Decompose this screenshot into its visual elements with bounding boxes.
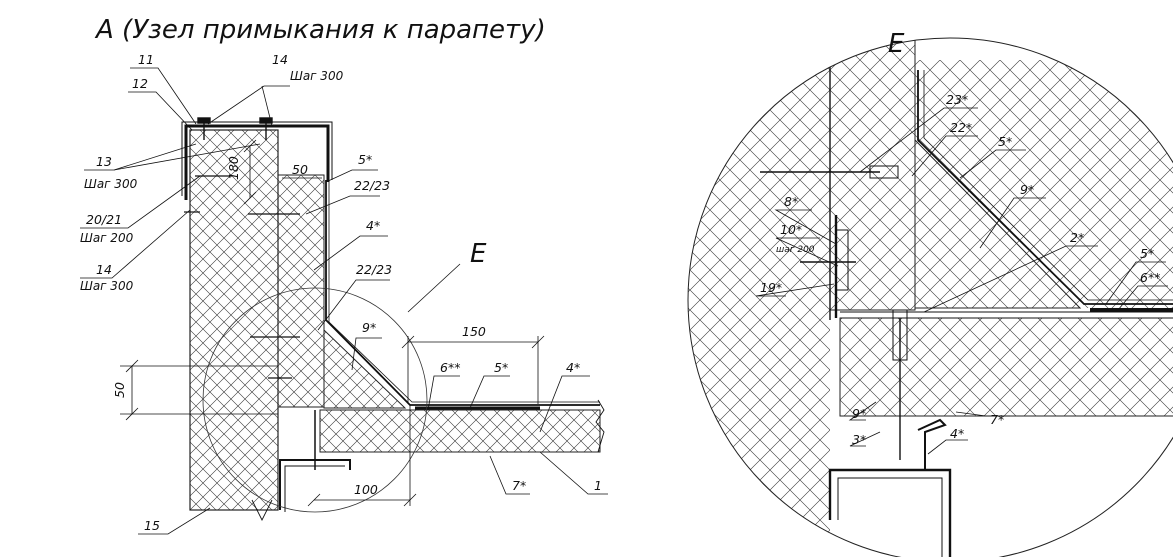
label-5-star: 5* [358,152,372,167]
label-10-step: шаг 200 [776,245,815,255]
dim-50-top: 50 [292,162,308,177]
dim-100: 100 [354,482,378,497]
detail-wall [688,38,830,557]
text-labels: А (Узел примыкания к парапету) Е Е 11 12… [80,15,1160,533]
detail-steel-inner [837,477,943,557]
label-19-star: 19* [760,280,782,295]
label-13-step: Шаг 300 [84,177,138,191]
label-22-23a: 22/23 [354,178,390,193]
membrane-line-inner [328,182,600,403]
detail-membrane-inner [923,70,1173,301]
left-section [80,67,608,535]
label-22-star: 22* [950,120,972,135]
main-title: А (Узел примыкания к парапету) [94,15,546,45]
label-20-21-step: Шаг 200 [80,231,134,245]
dim-180: 180 [226,156,241,180]
callout-circle [202,287,428,513]
label-14a: 14 [272,52,288,67]
label-1: 1 [594,478,602,493]
insulation-fillet [323,328,407,409]
break-line [595,399,605,453]
cap-flashing [184,124,330,200]
cap-screws [197,117,273,140]
parapet-wall [189,129,279,511]
label-9-star: 9* [362,320,376,335]
label-9-star-detail-a: 9* [1020,182,1034,197]
detail-roof-insulation [839,317,1173,417]
label-7-star-detail: 7* [990,412,1004,427]
label-2-star: 2* [1070,230,1084,245]
label-6-stars: 6** [440,360,460,375]
dim-50-left: 50 [112,382,127,398]
dimension-lines [120,139,545,507]
label-15: 15 [144,518,160,533]
label-23-star: 23* [946,92,968,107]
label-10-star: 10* [780,222,802,237]
label-9-star-detail-b: 9* [852,406,866,421]
label-3-star: 3* [852,432,866,447]
anchors [184,175,300,379]
detail-bracket [835,229,849,291]
label-14a-step: Шаг 300 [290,69,344,83]
detail-membrane [917,70,1173,305]
wall-break-line [251,499,273,522]
label-5-star-detail-a: 5* [998,134,1012,149]
detail-circle [687,37,1173,557]
detail-e [687,37,1173,557]
leaders-right [755,107,1168,455]
detail-anchor-1-head [869,165,899,179]
detail-insulation [829,38,916,311]
label-5-star-detail-b: 5* [1140,246,1154,261]
label-22-23b: 22/23 [356,262,392,277]
membrane-line [325,180,600,406]
label-8-star: 8* [784,194,798,209]
label-6-stars-detail: 6** [1140,270,1160,285]
label-20-21: 20/21 [86,212,122,227]
label-4-star-detail: 4* [950,426,964,441]
cap-flashing-outer [181,121,333,196]
roof-insulation [319,409,601,453]
label-13: 13 [96,154,112,169]
detail-screw-sleeve [892,309,908,361]
callout-label: Е [470,239,487,269]
leaders-left [80,67,608,535]
steel-profile-inner [284,465,345,512]
label-12: 12 [132,76,148,91]
detail-z-bracket [917,418,947,470]
detail-steel-profile [828,468,952,557]
label-4-star-a: 4* [366,218,380,233]
label-4-star-b: 4* [566,360,580,375]
label-14b-step: Шаг 300 [80,279,134,293]
detail-title: Е [888,29,905,59]
label-14b: 14 [96,262,112,277]
dim-150: 150 [462,324,486,339]
label-5-star-b: 5* [494,360,508,375]
label-7-star: 7* [512,478,526,493]
label-11: 11 [138,52,154,67]
